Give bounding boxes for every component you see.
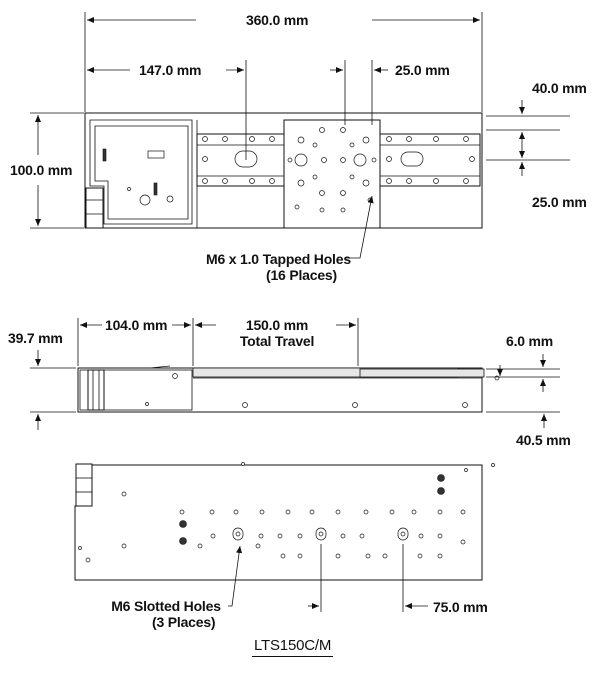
callout-tapped-holes-line2: (16 Places) bbox=[266, 267, 337, 283]
dim-height: 100.0 mm bbox=[10, 162, 73, 178]
dim-travel-value: 150.0 mm bbox=[245, 317, 309, 333]
dim-overall-width: 360.0 mm bbox=[246, 12, 309, 28]
rail-right bbox=[379, 133, 481, 187]
knob-bottom bbox=[75, 463, 93, 507]
part-number: LTS150C/M bbox=[252, 638, 334, 657]
dim-left-length: 104.0 mm bbox=[105, 317, 168, 333]
side-view bbox=[30, 318, 560, 430]
callout-slotted-holes-line1: M6 Slotted Holes bbox=[111, 598, 221, 614]
dim-total-height: 40.5 mm bbox=[516, 432, 571, 448]
dim-edge-offset: 40.0 mm bbox=[532, 80, 587, 96]
dim-total-travel: 150.0 mm Total Travel bbox=[222, 317, 332, 349]
knob bbox=[85, 187, 104, 229]
callout-slotted-holes-line2: (3 Places) bbox=[152, 614, 216, 630]
dim-slot-pitch: 75.0 mm bbox=[433, 599, 488, 615]
dim-hole-pitch: 25.0 mm bbox=[395, 62, 450, 78]
stage-body-bottom bbox=[74, 464, 483, 581]
callout-tapped-holes: M6 x 1.0 Tapped Holes (16 Places) bbox=[206, 251, 351, 283]
dim-offset-left: 147.0 mm bbox=[139, 62, 202, 78]
dim-row-spacing: 25.0 mm bbox=[532, 194, 587, 210]
slot-right bbox=[400, 151, 424, 167]
callout-tapped-holes-line1: M6 x 1.0 Tapped Holes bbox=[206, 251, 351, 267]
knob-side bbox=[87, 369, 105, 411]
dim-body-height: 39.7 mm bbox=[8, 330, 63, 346]
callout-slotted-holes: M6 Slotted Holes (3 Places) bbox=[104, 598, 228, 630]
bottom-view bbox=[74, 462, 495, 612]
controller-housing bbox=[89, 119, 193, 225]
carriage-top bbox=[283, 119, 381, 229]
dim-carriage-height: 6.0 mm bbox=[506, 333, 554, 349]
dim-travel-label: Total Travel bbox=[239, 333, 315, 349]
bottom-holes bbox=[78, 462, 495, 563]
top-view bbox=[30, 12, 570, 259]
